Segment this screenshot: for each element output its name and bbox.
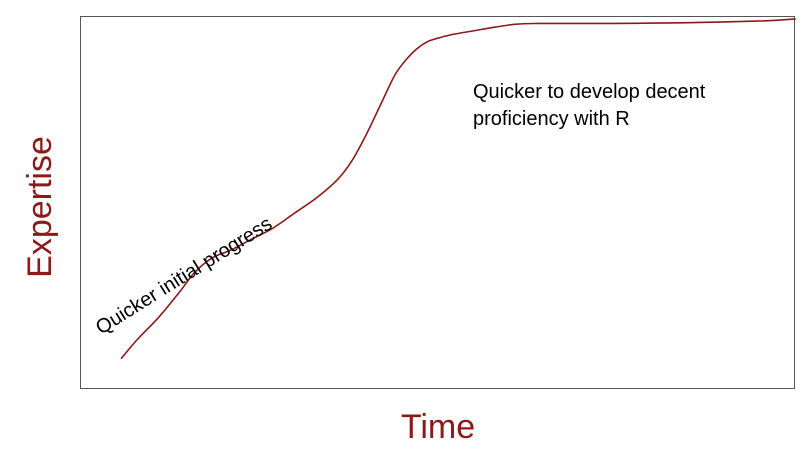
annotation-proficiency-line-2: proficiency with R (473, 108, 630, 130)
x-axis-label: Time (401, 408, 475, 446)
y-axis-label: Expertise (21, 136, 59, 278)
annotation-initial-progress: Quicker initial progress (92, 213, 276, 339)
annotation-proficiency-line-1: Quicker to develop decent (473, 81, 706, 103)
plot-frame (80, 16, 795, 389)
expertise-curve-line (120, 18, 796, 360)
